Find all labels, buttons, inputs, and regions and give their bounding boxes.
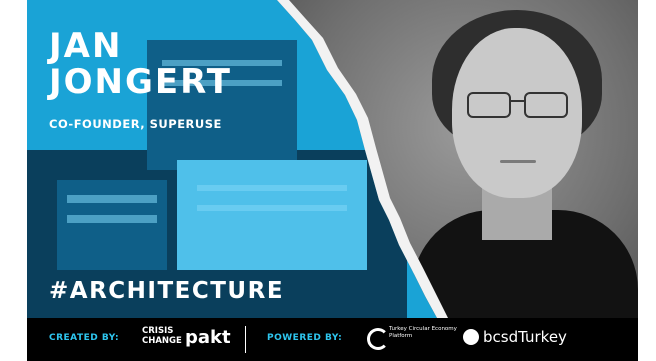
footer-divider (245, 326, 246, 353)
crisis-change-logo: CRISIS CHANGE (142, 326, 182, 346)
created-by-label: CREATED BY: (49, 333, 120, 343)
building-left-block (57, 180, 167, 270)
portrait-face (452, 28, 582, 198)
event-speaker-card: JAN JONGERT CO-FOUNDER, SUPERUSE #ARCHIT… (27, 0, 638, 361)
powered-by-label: POWERED BY: (267, 333, 343, 343)
glasses-bridge (509, 100, 524, 102)
bcsd-turkey-logo: bcsdTurkey (483, 328, 567, 346)
portrait-mouth (500, 160, 536, 163)
building-window-row (67, 215, 157, 223)
speaker-name: JAN JONGERT (49, 28, 232, 100)
architecture-image-panel (27, 0, 437, 318)
building-window-row (197, 185, 347, 191)
speaker-portrait (412, 0, 638, 320)
building-window-row (162, 80, 282, 86)
circular-economy-ring-icon (367, 328, 389, 350)
bcsd-globe-icon (463, 329, 479, 345)
speaker-name-line1: JAN (49, 26, 123, 66)
speaker-role: CO-FOUNDER, SUPERUSE (49, 117, 222, 131)
glasses-right-lens (524, 92, 568, 118)
circular-economy-platform-logo: Turkey Circular Economy Platform (389, 326, 457, 339)
pakt-logo: pakt (185, 327, 231, 348)
building-window-row (67, 195, 157, 203)
glasses-left-lens (467, 92, 511, 118)
sponsor-footer: CREATED BY: CRISIS CHANGE pakt POWERED B… (27, 318, 638, 361)
building-window-row (162, 60, 282, 66)
building-window-row (197, 205, 347, 211)
topic-hashtag: #ARCHITECTURE (49, 278, 285, 304)
building-front-block (177, 160, 367, 270)
speaker-name-line2: JONGERT (49, 62, 232, 102)
